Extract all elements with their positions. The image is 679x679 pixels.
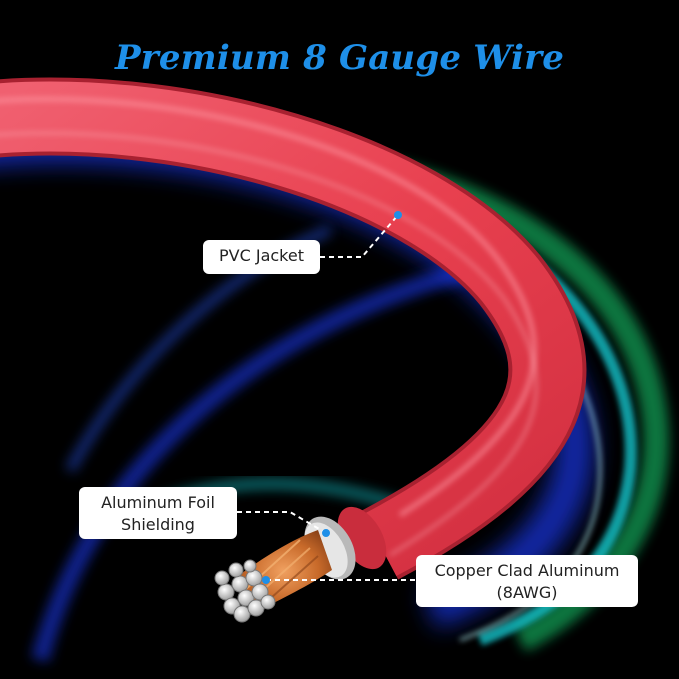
strand-ends [214, 559, 276, 623]
copper-clad-aluminum-label: Copper Clad Aluminum (8AWG) [416, 555, 638, 607]
aluminum-foil-label: Aluminum Foil Shielding [79, 487, 237, 539]
pvc-jacket-wire [0, 77, 587, 580]
copper-pointer [262, 576, 416, 584]
copper-text-line1: Copper Clad Aluminum [434, 561, 620, 580]
page-title: Premium 8 Gauge Wire [114, 38, 565, 78]
aluminum-foil-text-line2: Shielding [121, 515, 195, 534]
pvc-jacket-text: PVC Jacket [219, 246, 304, 265]
pvc-jacket-label: PVC Jacket [203, 240, 320, 274]
foil-shielding-pointer [237, 511, 330, 537]
aluminum-foil-text-line1: Aluminum Foil [101, 493, 215, 512]
pvc-jacket-pointer [320, 211, 402, 258]
copper-text-line2: (8AWG) [496, 583, 558, 602]
